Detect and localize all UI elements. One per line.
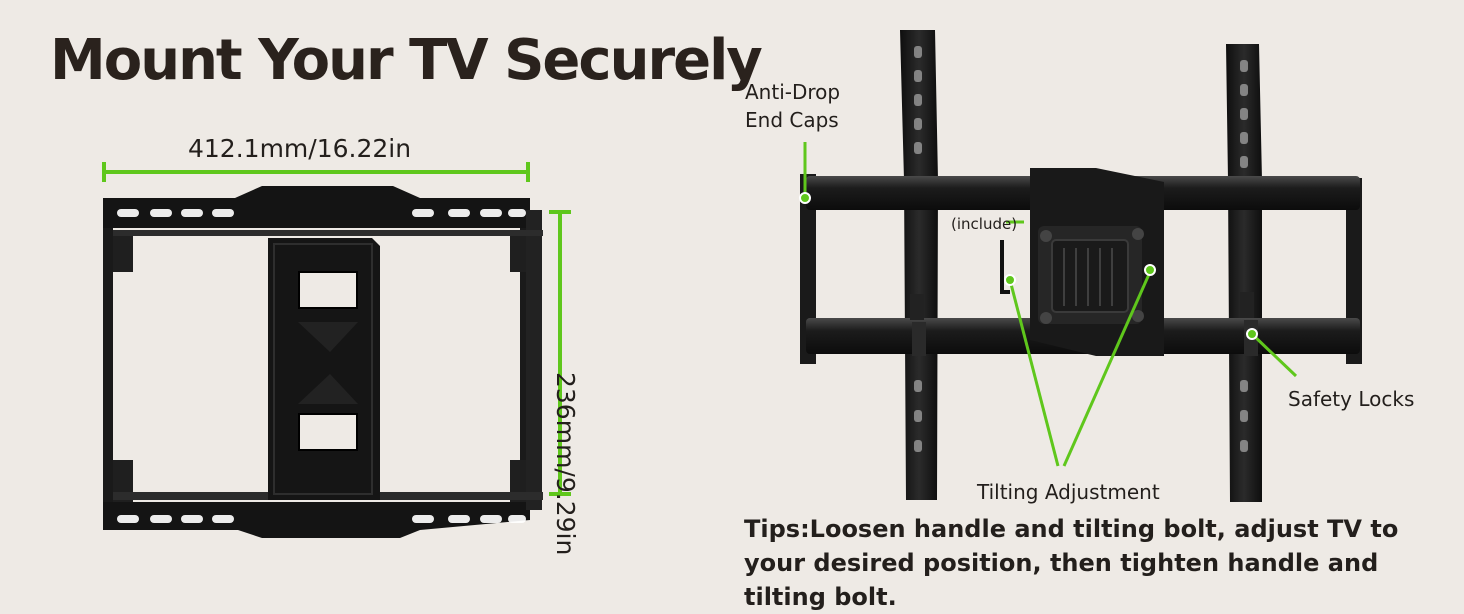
tilting-adjustment-label: Tilting Adjustment (977, 480, 1160, 504)
tips-text: Tips:Loosen handle and tilting bolt, adj… (744, 515, 1399, 611)
height-dimension-label: 236mm/9.29in (551, 372, 580, 556)
anti-drop-end-caps-label: Anti-Drop End Caps (745, 78, 840, 134)
tilt-mount (800, 30, 1362, 502)
anti-drop-label-line1: Anti-Drop (745, 80, 841, 104)
height-dimension-line (549, 210, 571, 496)
anti-drop-label-line2: End Caps (745, 108, 839, 132)
safety-locks-label: Safety Locks (1288, 387, 1415, 411)
include-label: (include) (951, 215, 1018, 233)
width-dimension-label: 412.1mm/16.22in (188, 134, 412, 163)
callout-dots (799, 192, 1258, 340)
product-illustration (102, 30, 1362, 538)
wall-plate (103, 186, 543, 538)
width-dimension-line (102, 162, 530, 182)
page-title: Mount Your TV Securely (50, 28, 763, 93)
callout-lines (803, 142, 1298, 467)
